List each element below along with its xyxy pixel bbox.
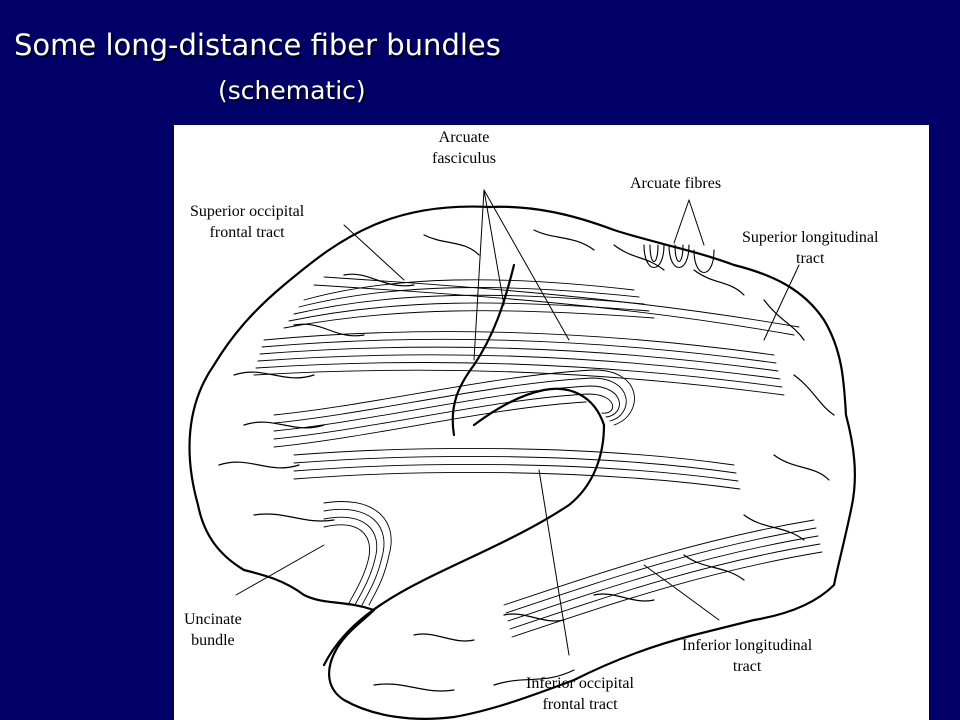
sylvian-fissure — [322, 423, 606, 667]
label-uncinate-bundle: Uncinate bundle — [184, 611, 242, 649]
label-superior-occipital-frontal-tract: Superior occipital frontal tract — [190, 203, 305, 241]
arcuate-fibres-loops — [643, 244, 715, 273]
arcuate-fasciculus-tract — [273, 369, 635, 448]
inferior-occipital-frontal-tract — [293, 447, 741, 490]
label-inferior-longitudinal-tract: Inferior longitudinal tract — [682, 637, 813, 675]
superior-longitudinal-tract — [253, 276, 800, 396]
inferior-longitudinal-tract — [503, 519, 823, 638]
slide-subtitle: (schematic) — [218, 76, 366, 105]
label-arcuate-fibres: Arcuate fibres — [630, 175, 722, 192]
brain-diagram: Arcuate fasciculus Arcuate fibres Superi… — [174, 125, 929, 720]
label-superior-longitudinal-tract: Superior longitudinal tract — [742, 229, 879, 267]
label-inferior-occipital-frontal-tract: Inferior occipital frontal tract — [526, 675, 634, 713]
brain-outline — [188, 205, 856, 720]
label-arcuate-fasciculus: Arcuate fasciculus — [432, 129, 496, 167]
slide-title: Some long-distance fiber bundles — [14, 28, 501, 62]
brain-illustration — [188, 189, 856, 720]
uncinate-bundle-tract — [323, 501, 392, 606]
leader-lines — [235, 189, 800, 656]
gyri-lines — [218, 229, 835, 692]
